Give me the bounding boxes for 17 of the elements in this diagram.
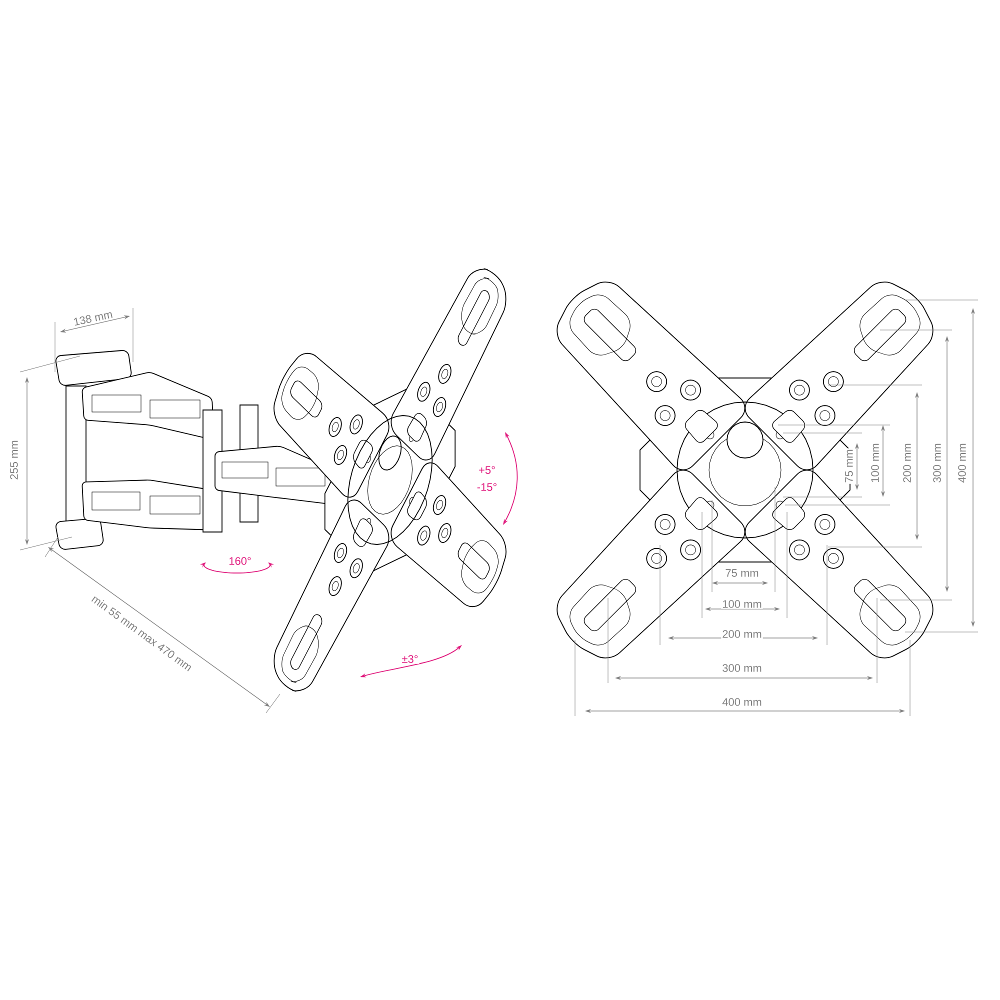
angle-label: 160° <box>228 556 252 566</box>
dimension-label: 255 mm <box>9 439 19 481</box>
dimension-label: 400 mm <box>721 697 763 707</box>
dimension-label: 75 mm <box>724 568 760 578</box>
dimension-label: 400 mm <box>957 442 967 484</box>
angle-label: +5° <box>478 465 496 475</box>
dimension-label: 100 mm <box>870 442 880 484</box>
angle-label: ±3° <box>400 654 420 664</box>
angle-label: -15° <box>476 482 498 492</box>
dimension-label: 75 mm <box>844 448 854 484</box>
dimension-label: 300 mm <box>932 442 942 484</box>
dimension-label: 200 mm <box>902 442 912 484</box>
dimension-label: 200 mm <box>721 629 763 639</box>
dimension-label: min 55 mm max 470 mm <box>89 592 195 674</box>
dimension-label: 138 mm <box>72 308 114 328</box>
dimension-label: 100 mm <box>721 599 763 609</box>
dimension-label: 300 mm <box>721 663 763 673</box>
